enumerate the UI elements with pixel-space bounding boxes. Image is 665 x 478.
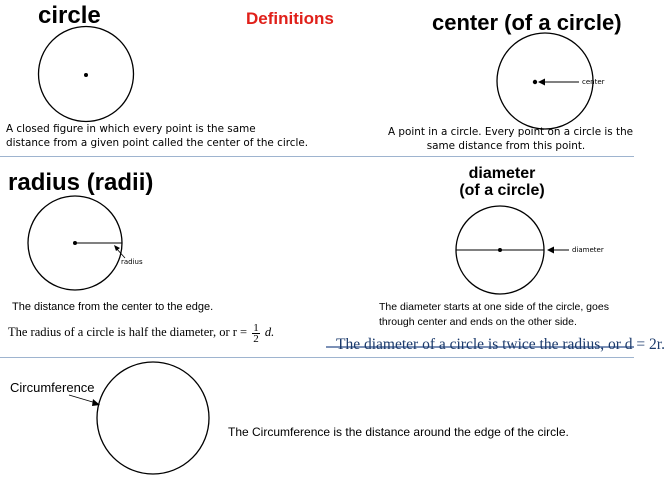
center-arrow-label: center: [582, 78, 605, 86]
center-diagram: [496, 32, 594, 130]
section-divider-top: [0, 156, 634, 157]
radius-formula: The radius of a circle is half the diame…: [8, 322, 274, 344]
circumference-diagram: [68, 361, 210, 475]
section-divider-bottom: [0, 357, 634, 358]
radius-arrow-head: [114, 245, 120, 251]
circle-definition: A closed figure in which every point is …: [6, 122, 308, 150]
radius-formula-denominator: 2: [253, 332, 259, 345]
diameter-title-line1: diameter: [468, 165, 536, 182]
center-definition: A point in a circle. Every point on a ci…: [388, 125, 634, 153]
radius-description: The distance from the center to the edge…: [12, 301, 214, 313]
diameter-title-line2: (of a circle): [459, 181, 545, 199]
diameter-diagram: [455, 205, 569, 295]
radius-formula-fraction: 1 2: [252, 321, 260, 345]
diagrams-canvas: [27, 25, 634, 475]
radius-formula-text: The radius of a circle is half the diame…: [8, 325, 248, 339]
diameter-description-line2: through center and ends on the other sid…: [379, 316, 577, 328]
center-definition-line1: A point in a circle. Every point on a ci…: [388, 126, 634, 138]
circle-definition-line1: A closed figure in which every point is …: [6, 123, 256, 135]
center-title: center (of a circle): [432, 10, 622, 35]
radius-diagram: [27, 195, 126, 291]
center-definition-line2: same distance from this point.: [426, 140, 586, 152]
circle-definition-line2: distance from a given point called the c…: [6, 137, 309, 149]
radius-arrow-label: radius: [121, 258, 143, 266]
page-heading: Definitions: [246, 9, 334, 28]
center-circle-outline: [496, 32, 594, 130]
circumference-label: Circumference: [10, 380, 95, 395]
circle-outline: [37, 25, 135, 123]
diameter-formula: The diameter of a circle is twice the ra…: [336, 336, 665, 353]
circle-title: circle: [38, 2, 101, 29]
diameter-arrow-head: [547, 246, 554, 254]
diameter-description-line1: The diameter starts at one side of the c…: [379, 301, 609, 313]
circumference-circle-outline: [96, 361, 210, 475]
diameter-arrow-label: diameter: [572, 246, 604, 254]
center-arrow-head: [538, 78, 545, 86]
radius-title: radius (radii): [8, 169, 154, 196]
diameter-description: The diameter starts at one side of the c…: [379, 300, 609, 330]
diameter-title: diameter (of a circle): [452, 165, 552, 200]
circle-center-dot: [84, 73, 88, 77]
center-point-dot: [532, 79, 538, 85]
circumference-arrow-head: [92, 399, 100, 406]
radius-formula-numerator: 1: [252, 321, 260, 334]
circle-diagram: [37, 25, 135, 123]
radius-formula-tail: d.: [264, 325, 275, 339]
circumference-arrow-line: [68, 394, 97, 404]
circumference-description: The Circumference is the distance around…: [228, 425, 569, 439]
